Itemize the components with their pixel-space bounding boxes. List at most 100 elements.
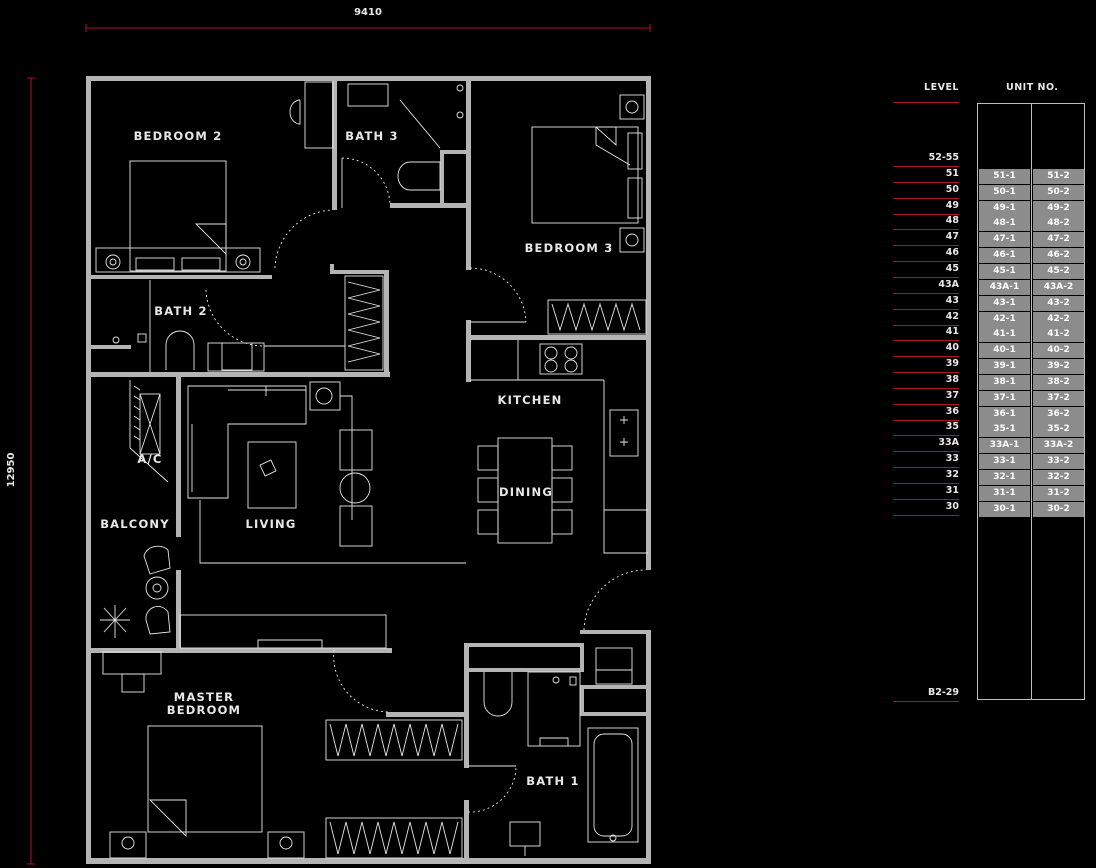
level-rule <box>893 308 959 310</box>
level-rule <box>893 324 959 326</box>
level-label: 40 <box>945 342 959 354</box>
unit-cell: 48-1 <box>979 216 1030 232</box>
floor-plan: 9410 12950 <box>6 7 651 865</box>
unit-cell: 42-1 <box>979 311 1030 327</box>
unit-cell: 35-2 <box>1033 422 1084 438</box>
height-dimension-label: 12950 <box>6 453 17 488</box>
unit-cell: 36-2 <box>1033 406 1084 422</box>
room-label-bedroom-3: BEDROOM 3 <box>525 241 614 255</box>
level-rule <box>893 451 959 453</box>
level-rule <box>893 498 959 500</box>
width-dimension-label: 9410 <box>354 7 382 18</box>
level-label: 30 <box>945 500 959 512</box>
level-label: 52-55 <box>928 152 959 163</box>
unit-cell: 45-1 <box>979 263 1030 279</box>
level-label: 48 <box>945 215 959 227</box>
unit-cell: 31-2 <box>1033 485 1084 501</box>
level-rule <box>893 166 959 167</box>
level-label: 43 <box>945 294 959 306</box>
unit-cell: 39-2 <box>1033 359 1084 375</box>
level-rule <box>893 435 959 437</box>
unit-cell: 35-1 <box>979 422 1030 438</box>
unit-cell: 31-1 <box>979 485 1030 501</box>
level-rule <box>893 181 959 183</box>
unit-cell: 33A-1 <box>979 438 1030 454</box>
unit-cell: 43-2 <box>1033 295 1084 311</box>
level-rule <box>893 292 959 294</box>
room-label-bath-3: BATH 3 <box>345 129 398 143</box>
level-label: 49 <box>945 199 959 211</box>
level-label: 33 <box>945 453 959 465</box>
room-label-master-line1: MASTER <box>174 690 234 704</box>
unit-cell: 51-2 <box>1033 168 1084 184</box>
unit-cell: 30-1 <box>979 501 1030 517</box>
level-label: 41 <box>945 326 959 338</box>
level-label: 38 <box>945 373 959 385</box>
level-label: 42 <box>945 310 959 322</box>
level-rule <box>893 229 959 231</box>
level-rule <box>893 340 959 342</box>
unit-cell: 33A-2 <box>1033 438 1084 454</box>
level-rule <box>893 387 959 389</box>
level-label: 51 <box>945 167 959 179</box>
level-rule <box>893 483 959 484</box>
unit-cell: 36-1 <box>979 406 1030 422</box>
level-label: 31 <box>945 484 959 496</box>
unit-cell: 47-2 <box>1033 232 1084 248</box>
walls <box>86 76 651 864</box>
level-label: 36 <box>945 405 959 417</box>
unit-header: UNIT NO. <box>1006 82 1059 93</box>
unit-cell: 43-1 <box>979 295 1030 311</box>
room-label-master-line2: BEDROOM <box>167 703 241 717</box>
unit-cell: 38-1 <box>979 374 1030 390</box>
level-label-bottom: B2-29 <box>927 687 959 698</box>
level-rule <box>893 276 959 278</box>
level-rule <box>893 261 959 263</box>
unit-cell: 43A-2 <box>1033 279 1084 295</box>
level-rule <box>893 372 959 374</box>
level-header: LEVEL <box>924 82 959 93</box>
unit-cell: 39-1 <box>979 359 1030 375</box>
unit-cell: 46-1 <box>979 248 1030 264</box>
level-label: 45 <box>945 262 959 274</box>
unit-cell: 41-2 <box>1033 327 1084 343</box>
room-label-bath-2: BATH 2 <box>154 304 207 318</box>
unit-cell: 47-1 <box>979 232 1030 248</box>
level-rule <box>893 403 959 405</box>
level-rule <box>893 356 959 358</box>
level-label: 50 <box>945 183 959 195</box>
unit-cell: 33-1 <box>979 454 1030 470</box>
room-label-balcony: BALCONY <box>100 517 170 531</box>
room-label-bedroom-2: BEDROOM 2 <box>134 129 223 143</box>
unit-cell: 33-2 <box>1033 454 1084 470</box>
unit-column-divider <box>1031 104 1032 699</box>
level-rule <box>893 197 959 199</box>
room-label-living: LIVING <box>245 517 296 531</box>
unit-cell: 43A-1 <box>979 279 1030 295</box>
unit-cell: 46-2 <box>1033 248 1084 264</box>
level-label: 33A <box>938 437 959 449</box>
level-label: 43A <box>938 278 959 290</box>
level-label: 35 <box>945 421 959 433</box>
level-label: 47 <box>945 231 959 243</box>
unit-cell: 48-2 <box>1033 216 1084 232</box>
unit-cell: 45-2 <box>1033 263 1084 279</box>
unit-cell: 38-2 <box>1033 374 1084 390</box>
unit-cell: 30-2 <box>1033 501 1084 517</box>
room-label-kitchen: KITCHEN <box>498 393 563 407</box>
unit-cell: 41-1 <box>979 327 1030 343</box>
unit-cell: 32-1 <box>979 470 1030 485</box>
level-label: 37 <box>945 389 959 401</box>
unit-cell: 37-1 <box>979 390 1030 406</box>
level-rule <box>893 213 959 215</box>
level-rule-bottom <box>893 701 959 702</box>
room-label-dining: DINING <box>499 485 553 499</box>
room-label-bath-1: BATH 1 <box>526 774 579 788</box>
level-rule <box>893 245 959 247</box>
unit-cell: 50-2 <box>1033 184 1084 200</box>
level-rule <box>893 467 959 469</box>
unit-cell: 50-1 <box>979 184 1030 200</box>
unit-cell: 51-1 <box>979 168 1030 184</box>
unit-cell: 49-2 <box>1033 200 1084 216</box>
